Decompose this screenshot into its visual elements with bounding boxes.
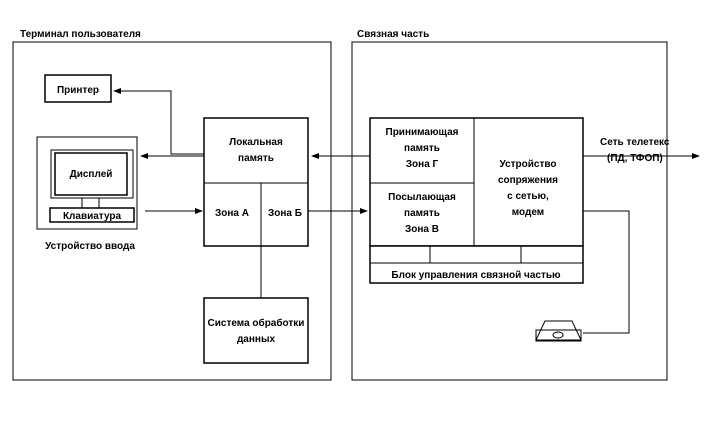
network-label-1: Сеть телетекс xyxy=(600,137,670,148)
input-device-label: Устройство ввода xyxy=(45,241,135,252)
control-block-label: Блок управления связной частью xyxy=(391,270,561,281)
user-terminal-title: Терминал пользователя xyxy=(20,29,141,40)
sending-memory-label-2: память xyxy=(404,208,440,219)
sending-memory-label-1: Посылающая xyxy=(388,192,456,203)
local-memory-label-1: Локальная xyxy=(229,137,283,148)
local-memory-label-2: память xyxy=(238,153,274,164)
sending-memory-label-3: Зона В xyxy=(405,224,439,235)
processing-system-label-2: данных xyxy=(237,334,276,345)
connector-lines xyxy=(113,88,700,334)
display-label: Дисплей xyxy=(70,169,113,180)
comm-part-title: Связная часть xyxy=(357,29,429,40)
network-label-2: (ПД, ТФОП) xyxy=(607,153,663,164)
zone-b-label: Зона Б xyxy=(268,208,302,219)
keyboard-label: Клавиатура xyxy=(63,211,122,222)
receiving-memory-label-2: память xyxy=(404,143,440,154)
printer-label: Принтер xyxy=(57,85,99,96)
interface-device-label-4: модем xyxy=(512,207,544,218)
zone-a-label: Зона А xyxy=(215,208,249,219)
interface-device-label-2: сопряжения xyxy=(498,175,558,186)
interface-device-label-1: Устройство xyxy=(500,159,557,170)
control-block-box xyxy=(369,245,584,284)
printer-box xyxy=(44,74,112,103)
receiving-memory-label-1: Принимающая xyxy=(386,127,459,138)
monitor-icon xyxy=(36,136,138,230)
local-memory-box xyxy=(203,117,309,247)
receiving-memory-label-3: Зона Г xyxy=(406,159,439,170)
interface-device-label-3: с сетью, xyxy=(507,191,549,202)
processing-system-box xyxy=(203,297,309,364)
processing-system-label-1: Система обработки xyxy=(208,317,305,329)
telephone-icon xyxy=(535,320,582,342)
